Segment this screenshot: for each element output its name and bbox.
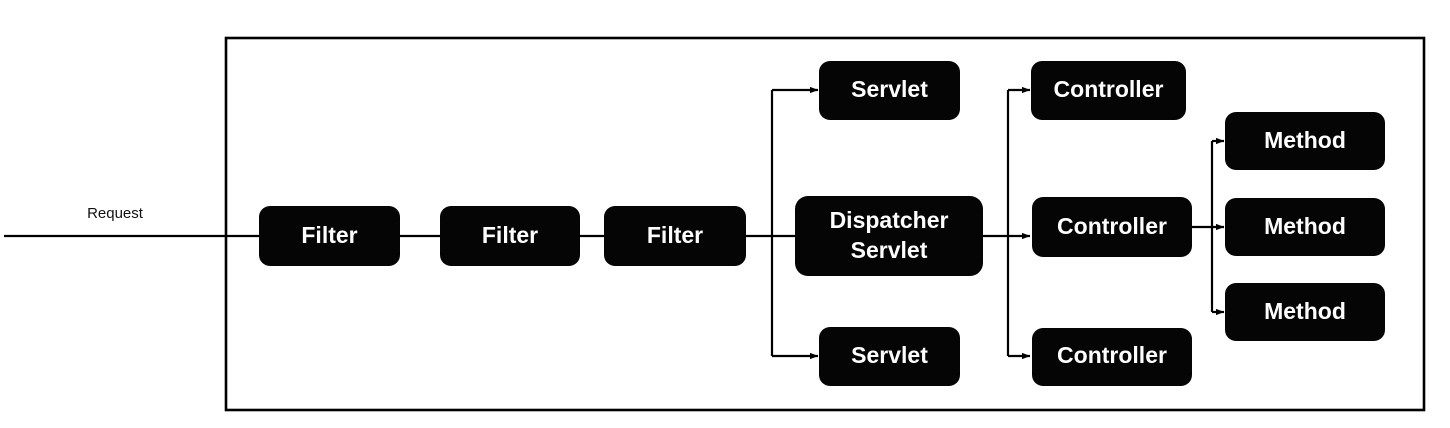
node-filter-2[interactable]: Filter xyxy=(440,206,580,266)
filter-2-label: Filter xyxy=(482,222,538,248)
controller-2-label: Controller xyxy=(1057,213,1167,239)
node-servlet-top[interactable]: Servlet xyxy=(819,61,960,120)
request-label: Request xyxy=(87,205,144,222)
controller-1-box[interactable] xyxy=(1031,61,1186,120)
servlet-bottom-label: Servlet xyxy=(851,342,928,368)
method-1-label: Method xyxy=(1264,127,1346,153)
method-3-box[interactable] xyxy=(1225,283,1385,341)
method-2-label: Method xyxy=(1264,213,1346,239)
node-filter-3[interactable]: Filter xyxy=(604,206,746,266)
node-controller-1[interactable]: Controller xyxy=(1031,61,1186,120)
servlet-top-box[interactable] xyxy=(819,61,960,120)
method-1-box[interactable] xyxy=(1225,112,1385,170)
servlet-bottom-box[interactable] xyxy=(819,327,960,386)
filter-3-label: Filter xyxy=(647,222,703,248)
method-2-box[interactable] xyxy=(1225,198,1385,256)
filter-3-box[interactable] xyxy=(604,206,746,266)
node-controller-3[interactable]: Controller xyxy=(1032,328,1192,386)
node-filter-1[interactable]: Filter xyxy=(259,206,400,266)
controller-3-box[interactable] xyxy=(1032,328,1192,386)
node-method-2[interactable]: Method xyxy=(1225,198,1385,256)
node-controller-2[interactable]: Controller xyxy=(1032,197,1192,257)
node-method-1[interactable]: Method xyxy=(1225,112,1385,170)
filter-1-box[interactable] xyxy=(259,206,400,266)
controller-3-label: Controller xyxy=(1057,342,1167,368)
method-3-label: Method xyxy=(1264,298,1346,324)
node-dispatcher-servlet[interactable]: Dispatcher Servlet xyxy=(795,196,983,276)
web-container-boundary xyxy=(224,36,1426,412)
node-servlet-bottom[interactable]: Servlet xyxy=(819,327,960,386)
dispatcher-servlet-label-line1: Dispatcher xyxy=(830,207,949,233)
dispatcher-servlet-label-line2: Servlet xyxy=(851,237,928,263)
dispatcher-servlet-box[interactable] xyxy=(795,196,983,276)
servlet-top-label: Servlet xyxy=(851,76,928,102)
filter-2-box[interactable] xyxy=(440,206,580,266)
node-method-3[interactable]: Method xyxy=(1225,283,1385,341)
filter-1-label: Filter xyxy=(301,222,357,248)
controller-1-label: Controller xyxy=(1054,76,1164,102)
controller-2-box[interactable] xyxy=(1032,197,1192,257)
